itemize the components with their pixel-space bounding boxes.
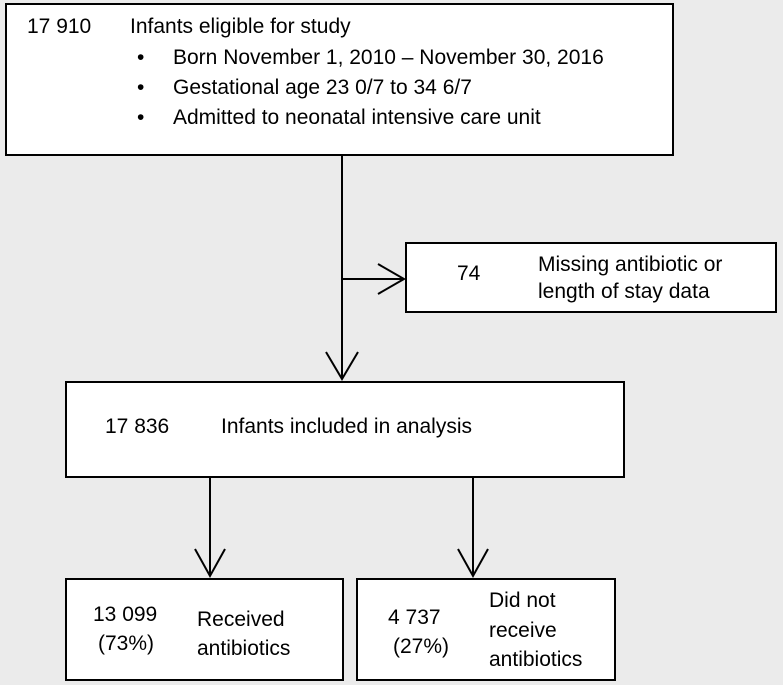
- arrowhead-not-received: [457, 548, 489, 579]
- arrowhead-received: [194, 548, 226, 579]
- received-percent: (73%): [98, 632, 155, 655]
- received-count: 13 099: [93, 603, 158, 626]
- eligible-criterion-birth: Born November 1, 2010 – November 30, 201…: [173, 46, 604, 69]
- included-count: 17 836: [105, 415, 170, 438]
- bullet-icon: •: [137, 76, 145, 99]
- eligible-count: 17 910: [27, 15, 92, 38]
- not-received-label-line2: receive: [489, 619, 557, 642]
- not-received-box: 4 737 (27%) Did not receive antibiotics: [356, 578, 616, 681]
- eligible-box: 17 910 Infants eligible for study • Born…: [5, 3, 674, 156]
- received-label-line1: Received: [197, 608, 285, 631]
- not-received-count: 4 737: [388, 606, 441, 629]
- excluded-count: 74: [457, 262, 481, 285]
- bullet-icon: •: [137, 46, 145, 69]
- not-received-label-line1: Did not: [489, 589, 556, 612]
- eligible-criterion-nicu: Admitted to neonatal intensive care unit: [173, 106, 541, 129]
- included-label: Infants included in analysis: [221, 415, 472, 438]
- excluded-box: 74 Missing antibiotic or length of stay …: [405, 242, 777, 313]
- eligible-criterion-gestation: Gestational age 23 0/7 to 34 6/7: [173, 76, 472, 99]
- not-received-label-line3: antibiotics: [489, 648, 583, 671]
- included-box: 17 836 Infants included in analysis: [65, 381, 625, 478]
- bullet-icon: •: [137, 106, 145, 129]
- not-received-percent: (27%): [393, 635, 450, 658]
- received-box: 13 099 (73%) Received antibiotics: [65, 578, 344, 681]
- received-label-line2: antibiotics: [197, 637, 291, 660]
- eligible-title: Infants eligible for study: [130, 15, 351, 38]
- excluded-label-line2: length of stay data: [538, 280, 710, 303]
- arrowhead-excluded: [377, 263, 407, 295]
- arrowhead-included: [325, 351, 359, 381]
- excluded-label-line1: Missing antibiotic or: [538, 253, 723, 276]
